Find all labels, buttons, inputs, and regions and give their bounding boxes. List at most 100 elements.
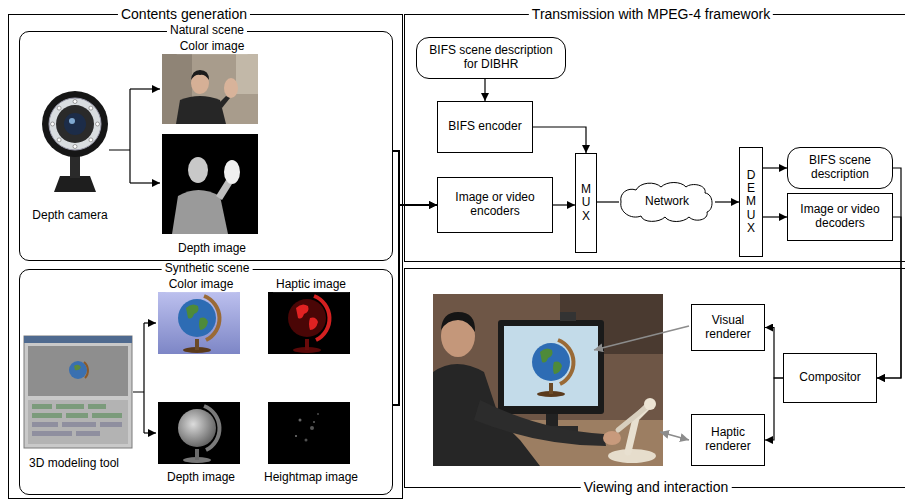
heightmap-render <box>299 419 302 422</box>
image-caption: Heightmap image <box>261 471 361 485</box>
depth-camera-icon <box>51 122 55 126</box>
box-label: BIFS scene description <box>792 154 888 182</box>
modeling-tool-screenshot <box>32 404 52 409</box>
heightmap-render <box>313 421 315 423</box>
process-box: Image or video decoders <box>787 193 893 241</box>
image-caption: Depth image <box>164 471 238 485</box>
depth-camera-icon <box>96 122 100 126</box>
depth-camera-icon <box>69 118 75 124</box>
modeling-tool-screenshot <box>88 404 106 409</box>
modeling-tool-screenshot <box>92 413 122 418</box>
color-photo <box>236 54 258 94</box>
connector <box>553 204 575 205</box>
process-box: Visual renderer <box>691 304 765 351</box>
box-label: Visual renderer <box>696 314 760 342</box>
image-caption: Color image <box>166 278 237 292</box>
user-photo <box>498 320 604 414</box>
haptic-render <box>268 292 350 354</box>
box-label: BIFS encoder <box>448 120 521 134</box>
modeling-tool-screenshot <box>84 362 88 378</box>
feedback-arrows <box>594 326 689 350</box>
connector <box>763 216 787 217</box>
color-render <box>195 339 199 350</box>
modeling-tool-screenshot <box>32 431 72 436</box>
heightmap-render <box>310 426 314 430</box>
box-label: Image or video decoders <box>792 203 888 231</box>
modeling-tool-screenshot <box>32 422 122 436</box>
color-photo <box>224 78 238 98</box>
modeling-tool-screenshot <box>74 365 81 370</box>
color-render <box>186 304 208 330</box>
heightmap-render <box>268 402 350 464</box>
color-render <box>158 292 240 354</box>
user-photo <box>644 398 656 410</box>
depth-camera-icon <box>70 154 80 178</box>
image-caption: Depth camera <box>29 209 110 223</box>
depth-photo <box>162 134 258 234</box>
depth-camera-icon <box>42 91 108 157</box>
process-box: BIFS encoder <box>437 101 533 153</box>
user-photo <box>532 343 570 381</box>
section-title: Transmission with MPEG-4 framework <box>529 6 773 22</box>
render-arrows <box>133 323 144 433</box>
user-photo <box>618 404 650 430</box>
user-photo <box>532 340 573 397</box>
feedback-arrows <box>660 432 689 440</box>
color-photo <box>176 96 226 124</box>
modeling-tool-screenshot <box>32 404 122 418</box>
scene-title: Natural scene <box>167 24 247 38</box>
box-label: Haptic renderer <box>696 426 760 454</box>
scene-title: Synthetic scene <box>162 262 253 276</box>
color-photo <box>162 54 258 124</box>
capture-arrows <box>130 182 160 183</box>
heightmap-render <box>268 402 350 464</box>
depth-camera-icon <box>89 106 93 110</box>
haptic-render <box>296 304 318 330</box>
connector <box>484 79 485 101</box>
depth-camera-icon <box>49 98 101 150</box>
depth-camera-icon <box>57 138 61 142</box>
depth-camera-icon <box>64 113 86 135</box>
depth-camera-icon <box>73 100 77 104</box>
depth-render <box>178 409 216 447</box>
modeling-tool-screenshot <box>24 336 132 343</box>
connectors <box>393 79 901 440</box>
connector <box>765 378 783 440</box>
depth-camera-icon <box>57 106 61 110</box>
demux-box: DEMUX <box>739 147 763 257</box>
user-photo <box>504 326 598 406</box>
modeling-tool-screenshot <box>28 400 128 444</box>
color-photo <box>218 96 230 108</box>
haptic-render <box>288 299 326 337</box>
connector <box>597 201 619 202</box>
box-label: MUX <box>580 183 592 223</box>
section-panel: Transmission with MPEG-4 frameworkBIFS s… <box>404 14 905 262</box>
modeling-tool-screenshot <box>69 361 87 379</box>
depth-camera-icon <box>56 105 94 143</box>
depth-render <box>158 402 240 464</box>
haptic-render <box>305 339 309 350</box>
user-photo <box>608 449 656 463</box>
feedback-arrows <box>594 326 689 440</box>
render-arrows <box>144 432 156 433</box>
user-photo <box>441 312 475 332</box>
process-box: Image or video encoders <box>437 177 553 233</box>
depth-render <box>195 449 199 460</box>
color-render <box>178 299 216 337</box>
render-arrows <box>133 323 156 433</box>
connector <box>393 151 437 205</box>
modeling-tool-screenshot <box>32 413 62 418</box>
section-panel: Contents generationNatural sceneColor im… <box>8 14 403 499</box>
user-photo <box>560 312 576 321</box>
haptic-render <box>268 292 350 354</box>
cloud-outline <box>621 183 712 222</box>
scene-group: Natural sceneColor imageDepth cameraDept… <box>19 31 393 261</box>
depth-render <box>158 402 240 464</box>
user-photo <box>603 431 621 445</box>
modeling-tool-screenshot <box>76 431 100 436</box>
depth-camera-icon <box>51 100 100 149</box>
mux-box: MUX <box>575 153 597 253</box>
color-render <box>158 292 240 354</box>
depth-photo <box>224 160 240 184</box>
